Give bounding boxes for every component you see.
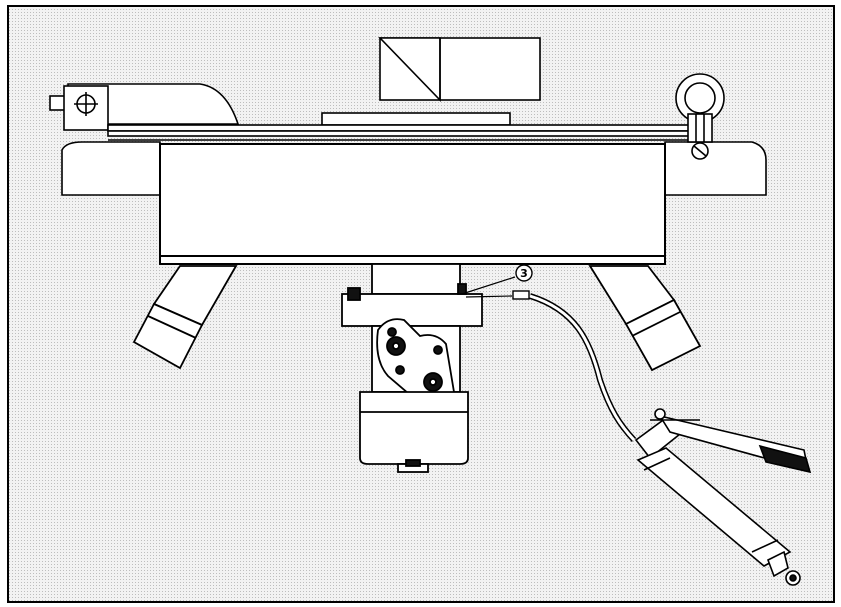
- right-wing: [664, 141, 767, 196]
- top-head: [321, 37, 541, 126]
- grease-hose: [465, 290, 637, 443]
- right-motor: [588, 265, 702, 372]
- central-column: [341, 263, 483, 327]
- callout-3: 3: [461, 264, 533, 295]
- left-motor: [132, 265, 238, 370]
- callout-3-label: 3: [520, 267, 528, 280]
- left-wing: [61, 141, 161, 196]
- lifting-eye: [675, 73, 725, 160]
- swivel-plate: [371, 318, 461, 415]
- main-body: [159, 143, 666, 265]
- lower-motor-housing: [359, 391, 469, 473]
- grease-gun: [634, 408, 812, 586]
- left-end-support: [49, 83, 240, 131]
